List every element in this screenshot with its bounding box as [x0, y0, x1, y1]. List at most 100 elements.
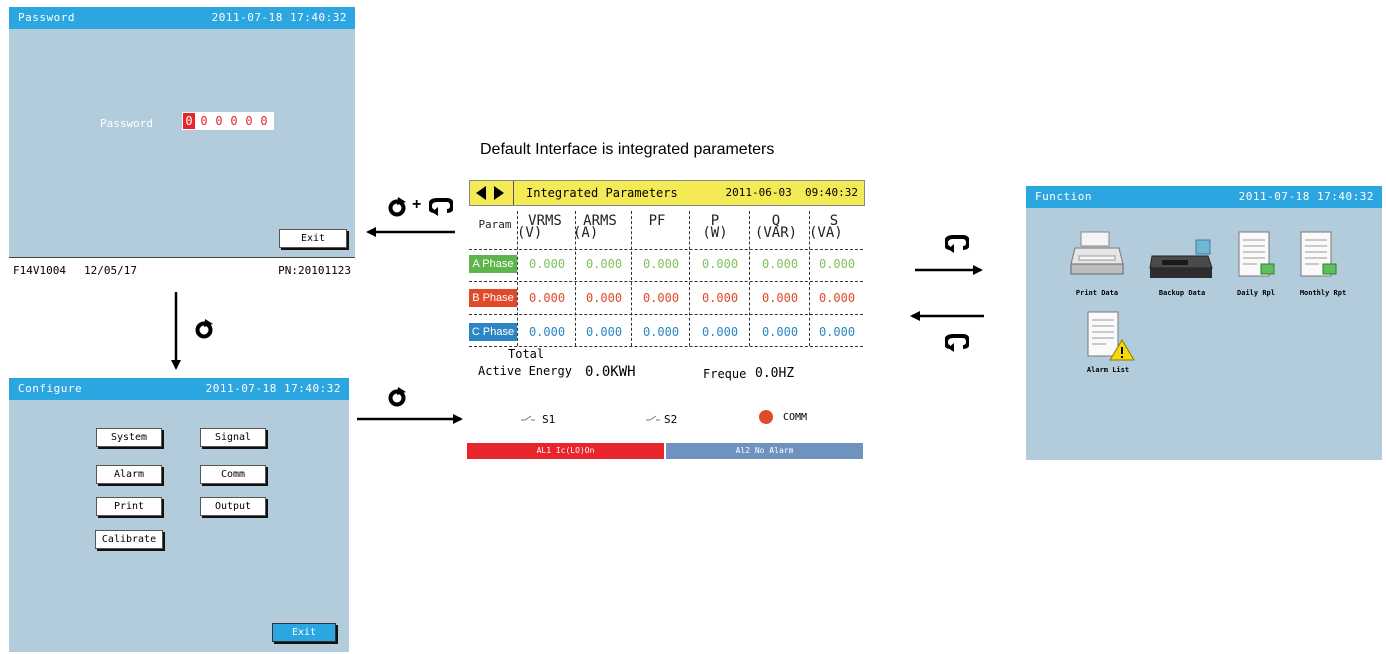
print-data-label: Print Data [1075, 289, 1119, 297]
c-s-value: 0.000 [818, 325, 856, 339]
switch-s2-icon [646, 415, 660, 421]
integrated-parameters-screen: Integrated Parameters 2011-06-03 09:40:3… [467, 177, 865, 461]
header-q-unit: (VAR) [754, 225, 798, 241]
password-label: Password [100, 117, 153, 130]
header-p-unit: (W) [702, 225, 728, 241]
header-arms-label: ARMS [583, 213, 617, 229]
password-datetime: 2011-07-18 17:40:32 [211, 11, 347, 24]
header-vrms-label: VRMS [528, 213, 562, 229]
arrow-right-icon[interactable] [492, 185, 506, 201]
alarm-list-label: Alarm List [1086, 366, 1130, 374]
grid-vline [575, 211, 576, 346]
comm-indicator-icon [759, 410, 773, 424]
c-arms-value: 0.000 [585, 325, 623, 339]
main-title: Integrated Parameters [526, 186, 678, 200]
calibrate-button[interactable]: Calibrate [95, 530, 163, 549]
backup-icon[interactable] [1148, 238, 1216, 282]
part-number: PN:20101123 [278, 264, 351, 277]
comm-button[interactable]: Comm [200, 465, 266, 484]
alarm-list-icon[interactable] [1086, 310, 1136, 362]
monthly-report-label: Monthly Rpt [1299, 289, 1347, 297]
password-digits[interactable]: 0 0 0 0 0 0 [182, 112, 274, 130]
password-footer: F14V1004 12/05/17 PN:20101123 [9, 257, 355, 282]
firmware-date: 12/05/17 [84, 264, 137, 277]
header-vrms-unit: (V) [517, 225, 543, 241]
arrow-left-icon[interactable] [474, 185, 488, 201]
a-p-value: 0.000 [701, 257, 739, 271]
title-divider [513, 181, 514, 205]
header-pf: PF [627, 213, 687, 229]
main-titlebar: Integrated Parameters 2011-06-03 09:40:3… [469, 180, 865, 206]
header-q-label: Q [771, 213, 781, 229]
header-param: Param [473, 219, 517, 231]
knob-rotate-icon [195, 319, 213, 339]
configure-datetime: 2011-07-18 17:40:32 [205, 382, 341, 395]
password-digit-1[interactable]: 0 [183, 113, 195, 129]
header-vrms: VRMS(V) [517, 213, 573, 241]
b-s-value: 0.000 [818, 291, 856, 305]
system-button[interactable]: System [96, 428, 162, 447]
grid-vline [631, 211, 632, 346]
alarm1-bar: AL1 Ic(LO)On [467, 443, 664, 459]
configure-exit-button[interactable]: Exit [272, 623, 336, 642]
password-digit-3[interactable]: 0 [215, 114, 223, 128]
header-s-label: S [829, 213, 839, 229]
knob-rotate-icon [388, 387, 406, 407]
password-digit-6[interactable]: 0 [260, 114, 268, 128]
c-p-value: 0.000 [701, 325, 739, 339]
function-title: Function [1035, 190, 1092, 203]
b-pf-value: 0.000 [642, 291, 680, 305]
password-screen: Password 2011-07-18 17:40:32 Password 0 … [9, 7, 355, 282]
alarm1-text: AL1 Ic(LO)On [536, 446, 595, 455]
plus-sign: + [412, 196, 422, 213]
header-s: S(VA) [809, 213, 859, 241]
switch-s1-icon [521, 415, 535, 421]
header-arms-unit: (A) [573, 225, 599, 241]
signal-button[interactable]: Signal [200, 428, 266, 447]
daily-report-icon[interactable] [1237, 230, 1277, 282]
a-pf-value: 0.000 [642, 257, 680, 271]
alarm2-text: Al2 No Alarm [735, 446, 794, 455]
header-p: P(W) [687, 214, 743, 241]
printer-icon[interactable] [1069, 230, 1125, 280]
function-screen: Function 2011-07-18 17:40:32 Print Data … [1026, 186, 1382, 460]
print-button[interactable]: Print [96, 497, 162, 516]
function-titlebar: Function 2011-07-18 17:40:32 [1026, 186, 1382, 208]
c-pf-value: 0.000 [642, 325, 680, 339]
header-pf-label: PF [648, 213, 666, 229]
backup-data-label: Backup Data [1158, 289, 1206, 297]
a-arms-value: 0.000 [585, 257, 623, 271]
grid-vline [809, 211, 810, 346]
caption: Default Interface is integrated paramete… [480, 141, 775, 158]
monthly-report-icon[interactable] [1299, 230, 1339, 282]
password-digit-5[interactable]: 0 [245, 114, 253, 128]
s2-label: S2 [664, 413, 678, 426]
frequency-label: Freque [703, 367, 747, 381]
password-digit-2[interactable]: 0 [200, 114, 208, 128]
grid-hline [469, 249, 863, 250]
frequency-value: 0.0HZ [755, 366, 795, 381]
header-s-unit: (VA) [809, 225, 843, 241]
a-q-value: 0.000 [761, 257, 799, 271]
output-button[interactable]: Output [200, 497, 266, 516]
password-titlebar: Password 2011-07-18 17:40:32 [9, 7, 355, 29]
grid-hline [469, 346, 863, 347]
alarm2-bar: Al2 No Alarm [666, 443, 863, 459]
knob-press-icon [429, 198, 453, 216]
knob-rotate-icon [388, 197, 406, 217]
password-exit-button[interactable]: Exit [279, 229, 347, 248]
daily-report-label: Daily Rpl [1237, 289, 1275, 297]
password-digit-4[interactable]: 0 [230, 114, 238, 128]
configure-titlebar: Configure 2011-07-18 17:40:32 [9, 378, 349, 400]
b-q-value: 0.000 [761, 291, 799, 305]
b-arms-value: 0.000 [585, 291, 623, 305]
knob-press-icon [945, 235, 969, 253]
password-title: Password [18, 11, 75, 24]
alarm-button[interactable]: Alarm [96, 465, 162, 484]
grid-vline [689, 211, 690, 346]
header-param-label: Param [478, 218, 512, 231]
active-energy-label: Active Energy [478, 364, 572, 378]
a-vrms-value: 0.000 [528, 257, 566, 271]
phase-c-label: C Phase [469, 323, 517, 341]
grid-hline [469, 314, 863, 315]
